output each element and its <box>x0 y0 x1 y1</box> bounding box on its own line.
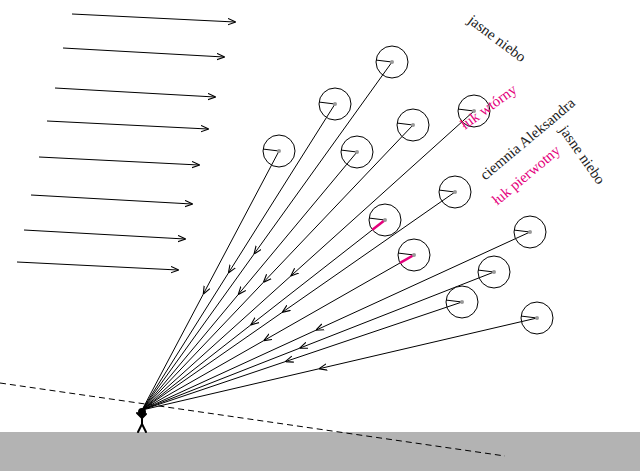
light-ray <box>317 239 516 330</box>
light-ray <box>286 307 447 361</box>
observer-figure <box>137 409 146 432</box>
droplet-center <box>390 60 394 64</box>
droplet-center <box>412 253 416 257</box>
light-ray <box>142 369 320 410</box>
droplet-radius <box>400 255 414 263</box>
light-ray <box>291 122 462 276</box>
water-droplet <box>446 286 478 318</box>
water-droplet <box>369 204 401 236</box>
droplet-radius <box>398 253 414 255</box>
droplet-radius <box>376 60 392 62</box>
light-ray <box>204 165 272 293</box>
light-ray <box>320 322 522 369</box>
droplet-radius <box>447 302 462 307</box>
droplet-radius <box>521 316 537 318</box>
droplet-center <box>383 218 387 222</box>
horizon-line <box>0 383 505 456</box>
water-droplet <box>341 136 373 168</box>
water-droplet <box>521 302 553 334</box>
droplet-center <box>528 230 532 234</box>
light-ray <box>251 230 372 325</box>
water-droplet <box>376 46 408 78</box>
droplet-radius <box>326 104 335 118</box>
droplet-radius <box>402 125 413 137</box>
droplet-center <box>453 190 457 194</box>
water-droplet <box>398 239 430 271</box>
light-ray <box>142 282 264 410</box>
light-ray <box>142 312 283 410</box>
droplet-radius <box>446 300 462 302</box>
light-ray <box>255 75 383 253</box>
light-ray <box>142 361 286 410</box>
droplet-radius <box>479 272 494 278</box>
droplet-radius <box>319 102 335 104</box>
light-ray <box>264 137 402 282</box>
light-ray <box>142 294 239 410</box>
sky-label: jasne niebo <box>465 11 530 66</box>
droplet-radius <box>442 192 455 201</box>
droplet-radius <box>383 62 392 75</box>
droplet-center <box>411 123 415 127</box>
droplet-radius <box>439 190 455 192</box>
light-ray <box>283 201 442 312</box>
droplet-radius <box>515 232 530 239</box>
droplet-center <box>460 300 464 304</box>
water-droplet <box>514 216 546 248</box>
droplet-center <box>277 149 281 153</box>
droplet-center <box>355 150 359 154</box>
droplet-radius <box>514 230 530 232</box>
light-ray <box>142 330 317 410</box>
light-ray <box>142 253 255 410</box>
droplet-radius <box>341 150 357 152</box>
droplet-center <box>535 316 539 320</box>
water-droplet <box>478 256 510 288</box>
droplet-center <box>333 102 337 106</box>
light-ray <box>239 164 347 294</box>
droplet-radius <box>369 218 385 220</box>
water-droplet <box>439 176 471 208</box>
light-ray <box>229 118 327 273</box>
light-ray <box>142 275 291 410</box>
sun-rays <box>17 14 235 270</box>
droplets <box>142 46 553 410</box>
light-ray <box>142 272 229 410</box>
sky-label: jasne niebo <box>556 122 610 188</box>
ground <box>0 432 640 471</box>
water-droplet <box>263 135 295 167</box>
water-droplet <box>319 88 351 120</box>
droplet-radius <box>272 151 279 165</box>
droplet-radius <box>347 152 357 164</box>
light-ray <box>264 263 400 340</box>
droplet-center <box>492 270 496 274</box>
droplet-radius <box>397 123 413 125</box>
water-droplet <box>397 109 429 141</box>
droplet-radius <box>263 149 279 151</box>
droplet-radius <box>372 220 385 230</box>
droplet-radius <box>478 270 494 272</box>
droplet-radius <box>521 318 537 322</box>
